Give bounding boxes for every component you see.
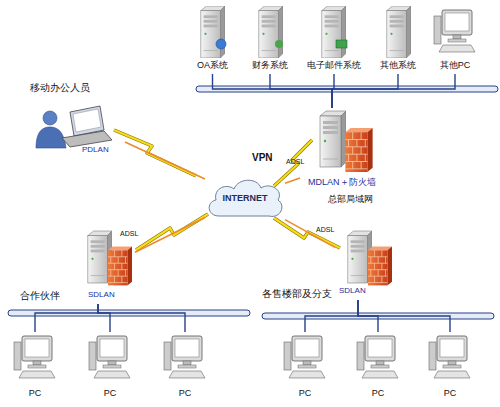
link-label: ADSL <box>316 226 334 234</box>
node-sublabel: PDLAN <box>82 146 122 155</box>
node-label: MDLAN＋防火墙 <box>308 178 408 188</box>
lan-wire <box>358 300 450 332</box>
node-label: OA系统 <box>190 61 235 71</box>
link-label: ADSL <box>120 230 138 238</box>
pc: PC <box>10 332 60 402</box>
pc: PC <box>160 332 210 402</box>
server: 财务系统 <box>247 4 293 74</box>
wan-link <box>285 178 300 183</box>
headquarters-gateway: MDLAN＋防火墙总部局域网 <box>300 108 412 208</box>
workstation: 其他PC <box>430 4 480 74</box>
lan-wire <box>305 300 358 332</box>
node-label: PC <box>160 389 210 399</box>
node-label: PC <box>353 389 403 399</box>
lan-wire <box>332 74 398 108</box>
pc: PC <box>425 332 475 402</box>
lan-wire <box>332 74 455 108</box>
server: OA系统 <box>190 4 235 74</box>
node-sublabel: 总部局域网 <box>328 195 408 205</box>
node-label: 电子邮件系统 <box>303 61 365 71</box>
node-label: SDLAN <box>88 291 128 300</box>
node-label: INTERNET <box>205 194 285 204</box>
lan-wire <box>35 304 98 332</box>
pc: PC <box>85 332 135 402</box>
node-label: 其他系统 <box>375 61 421 71</box>
wan-link <box>285 220 335 248</box>
pc: PC <box>353 332 403 402</box>
internet-cloud: INTERNET <box>205 175 285 220</box>
node-label: 财务系统 <box>247 61 293 71</box>
mobile-user: 移动办公人员 PDLAN <box>30 82 125 158</box>
wan-link <box>125 142 205 179</box>
branch-gateway: SDLAN <box>335 228 395 300</box>
pc: PC <box>280 332 330 402</box>
partner-gateway: SDLAN <box>80 228 135 304</box>
node-label: PC <box>85 389 135 399</box>
node-label: 其他PC <box>430 61 480 71</box>
node-label: PC <box>280 389 330 399</box>
server: 电子邮件系统 <box>303 4 365 74</box>
node-label: PC <box>425 389 475 399</box>
group-label: 各售楼部及分支 <box>262 288 332 299</box>
node-label: 移动办公人员 <box>30 82 110 93</box>
lan-wire <box>98 304 185 332</box>
server: 其他系统 <box>375 4 421 74</box>
wan-link <box>135 217 205 252</box>
lan-wire <box>270 74 332 108</box>
link-label: ADSL <box>286 158 304 166</box>
node-label: PC <box>10 389 60 399</box>
vpn-label: VPN <box>252 152 273 163</box>
lan-wire <box>213 74 333 108</box>
group-label: 合作伙伴 <box>20 290 60 301</box>
lan-wire <box>98 304 110 332</box>
node-label: SDLAN <box>339 287 379 296</box>
